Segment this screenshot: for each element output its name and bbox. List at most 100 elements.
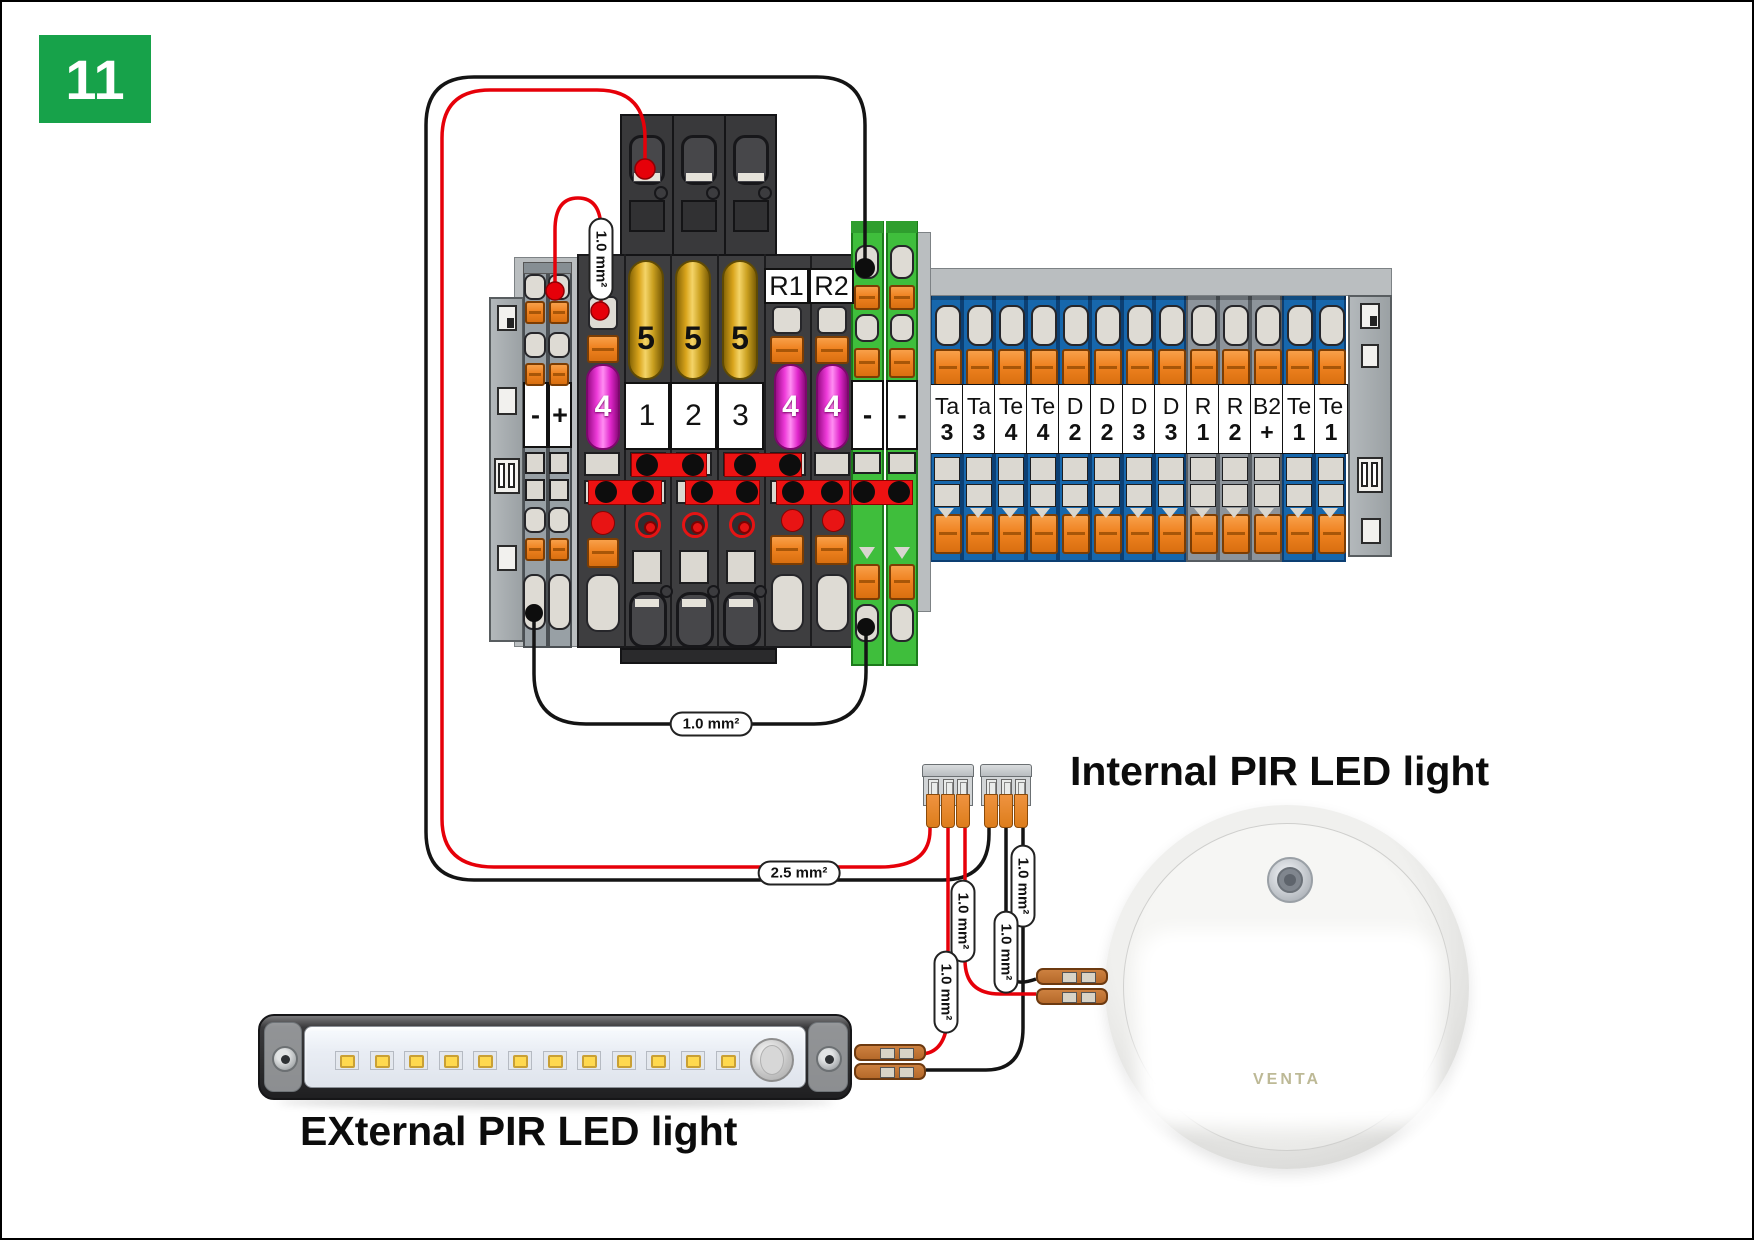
terminal-part bbox=[525, 538, 545, 561]
terminal-part bbox=[549, 479, 569, 501]
led-chip bbox=[611, 1051, 636, 1070]
terminal-part bbox=[524, 274, 546, 300]
terminal-part bbox=[584, 452, 620, 476]
fuse-5-2: 5 bbox=[675, 260, 711, 380]
terminal-part bbox=[524, 507, 546, 533]
terminal-part bbox=[707, 585, 720, 598]
step-badge: 11 bbox=[39, 35, 151, 123]
terminal-part bbox=[654, 186, 668, 200]
terminal-part bbox=[634, 598, 660, 608]
terminal-part bbox=[524, 332, 546, 358]
terminal-part bbox=[685, 172, 713, 182]
internal-light-glow bbox=[1138, 930, 1438, 1126]
fuse-terminal-3-label: 3 bbox=[717, 382, 764, 450]
external-light-endcap-left bbox=[264, 1022, 302, 1092]
terminal-part bbox=[525, 479, 545, 501]
terminal-part bbox=[548, 507, 570, 533]
blown-fuse-indicator bbox=[781, 509, 804, 532]
terminal-part bbox=[853, 481, 875, 503]
mounting-rail-top bbox=[930, 268, 1392, 296]
ground-terminal-1-label: - bbox=[851, 380, 884, 450]
terminal-part bbox=[854, 564, 880, 600]
terminal-part bbox=[549, 363, 569, 386]
terminal-part bbox=[770, 336, 804, 364]
led-chip bbox=[508, 1051, 532, 1070]
terminal-part bbox=[691, 481, 713, 503]
led-chip bbox=[715, 1051, 740, 1070]
wire-size-label: 1.0 mm² bbox=[669, 711, 753, 737]
terminal-part bbox=[586, 574, 620, 632]
relay-tag-R1: R1 bbox=[764, 268, 809, 304]
label-minus: - bbox=[531, 399, 540, 430]
bracket-icon bbox=[1361, 344, 1379, 368]
wago-lever bbox=[941, 794, 955, 828]
fuse-terminal-2-label: 2 bbox=[670, 382, 717, 450]
end-bracket-right bbox=[1348, 295, 1392, 557]
terminal-part bbox=[771, 574, 804, 632]
terminal-part bbox=[854, 348, 880, 378]
fuse-5-3: 5 bbox=[722, 260, 758, 380]
terminal-part bbox=[629, 200, 665, 232]
terminal-part bbox=[682, 454, 704, 476]
terminal-part bbox=[728, 598, 754, 608]
terminal-part bbox=[660, 585, 673, 598]
terminal-part bbox=[890, 604, 914, 642]
terminal-part bbox=[889, 348, 915, 378]
led-chip bbox=[542, 1051, 567, 1070]
terminal-part bbox=[779, 454, 801, 476]
terminal-part bbox=[726, 550, 756, 584]
power-terminal-minus-label-box: - bbox=[523, 382, 548, 448]
terminal-part bbox=[548, 332, 570, 358]
splice-connector-external-top bbox=[854, 1044, 926, 1061]
led-chip bbox=[577, 1051, 602, 1070]
terminal-part bbox=[733, 200, 769, 232]
terminal-part bbox=[889, 564, 915, 600]
terminal-part bbox=[681, 200, 717, 232]
splice-connector-internal-top bbox=[1036, 968, 1108, 985]
ground-terminal-2-label: - bbox=[886, 380, 918, 450]
wire-size-label: 2.5 mm² bbox=[757, 860, 841, 886]
fuse-indicator-ring bbox=[682, 512, 708, 538]
clamp-window bbox=[772, 306, 802, 334]
terminal-part bbox=[681, 598, 707, 608]
led-chip bbox=[473, 1051, 498, 1070]
terminal-part bbox=[549, 452, 569, 474]
terminal-part bbox=[816, 574, 849, 632]
terminal-part bbox=[633, 172, 661, 182]
terminal-part bbox=[525, 301, 545, 324]
terminal-part bbox=[525, 452, 545, 474]
wire-size-label: 1.0 mm² bbox=[588, 217, 614, 301]
terminal-part bbox=[890, 314, 914, 342]
terminal-part bbox=[782, 481, 804, 503]
terminal-part bbox=[855, 604, 879, 642]
terminal-part bbox=[736, 481, 758, 503]
terminal-part bbox=[821, 481, 843, 503]
wago-connector-left bbox=[922, 764, 974, 828]
clamp-window bbox=[817, 306, 847, 334]
terminal-part bbox=[890, 245, 914, 279]
wire-size-label: 1.0 mm² bbox=[933, 950, 959, 1034]
terminal-part bbox=[595, 481, 617, 503]
terminal-part bbox=[855, 314, 879, 342]
splice-connector-internal-bottom bbox=[1036, 988, 1108, 1005]
wago-lever bbox=[999, 794, 1013, 828]
led-chip bbox=[646, 1051, 671, 1070]
terminal-part bbox=[706, 186, 720, 200]
wire-size-label: 1.0 mm² bbox=[950, 879, 976, 963]
terminal-part bbox=[587, 335, 619, 363]
blown-fuse-indicator bbox=[822, 509, 845, 532]
internal-light-heading: Internal PIR LED light bbox=[1070, 748, 1490, 794]
fuse-4-R2: 4 bbox=[816, 364, 849, 450]
brand-text: VENTA bbox=[1252, 1071, 1322, 1088]
terminal-part bbox=[734, 454, 756, 476]
terminal-part bbox=[888, 481, 910, 503]
terminal-part bbox=[549, 301, 569, 324]
